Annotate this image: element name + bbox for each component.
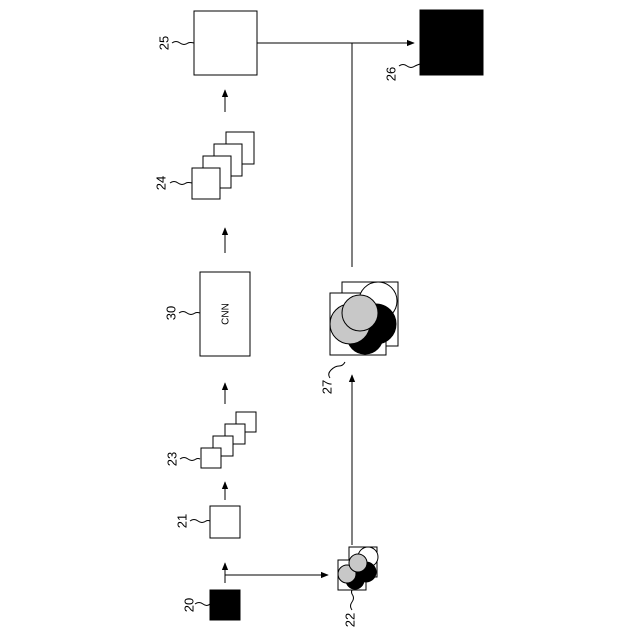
ref-label-25: 25: [156, 36, 171, 50]
leader-line-21: [190, 520, 210, 523]
output-image-block: [420, 10, 483, 75]
leader-line-20: [195, 603, 210, 606]
element-22: 22: [338, 547, 378, 627]
circle-22-grey-2: [349, 554, 367, 572]
image-block-21: [210, 506, 240, 538]
ref-label-22: 22: [342, 613, 357, 627]
element-23: 23: [164, 412, 256, 468]
image-block-25: [194, 11, 257, 75]
ref-label-23: 23: [164, 452, 179, 466]
element-26: 26: [383, 10, 483, 81]
element-21: 21: [174, 506, 240, 538]
element-27: 27: [319, 282, 398, 394]
leader-line-26: [399, 64, 420, 68]
ref-label-24: 24: [153, 176, 168, 190]
leader-line-27: [329, 362, 345, 378]
element-20: 20: [181, 590, 240, 620]
ref-label-20: 20: [181, 598, 196, 612]
stack-23-square-1: [201, 448, 221, 468]
element-30: CNN 30: [163, 272, 250, 356]
leader-line-24: [170, 182, 192, 185]
ref-label-21: 21: [174, 514, 189, 528]
circle-27-grey-2: [342, 295, 378, 331]
leader-line-30: [179, 312, 200, 315]
leader-line-23: [180, 458, 200, 461]
element-25: 25: [156, 11, 257, 75]
leader-line-22: [351, 590, 354, 610]
ref-label-27: 27: [319, 380, 334, 394]
stack-24-square-1: [192, 168, 220, 199]
leader-line-25: [172, 42, 194, 45]
ref-label-26: 26: [383, 67, 398, 81]
input-image-block: [210, 590, 240, 620]
element-24: 24: [153, 132, 254, 199]
cnn-label: CNN: [221, 303, 232, 325]
ref-label-30: 30: [163, 306, 178, 320]
